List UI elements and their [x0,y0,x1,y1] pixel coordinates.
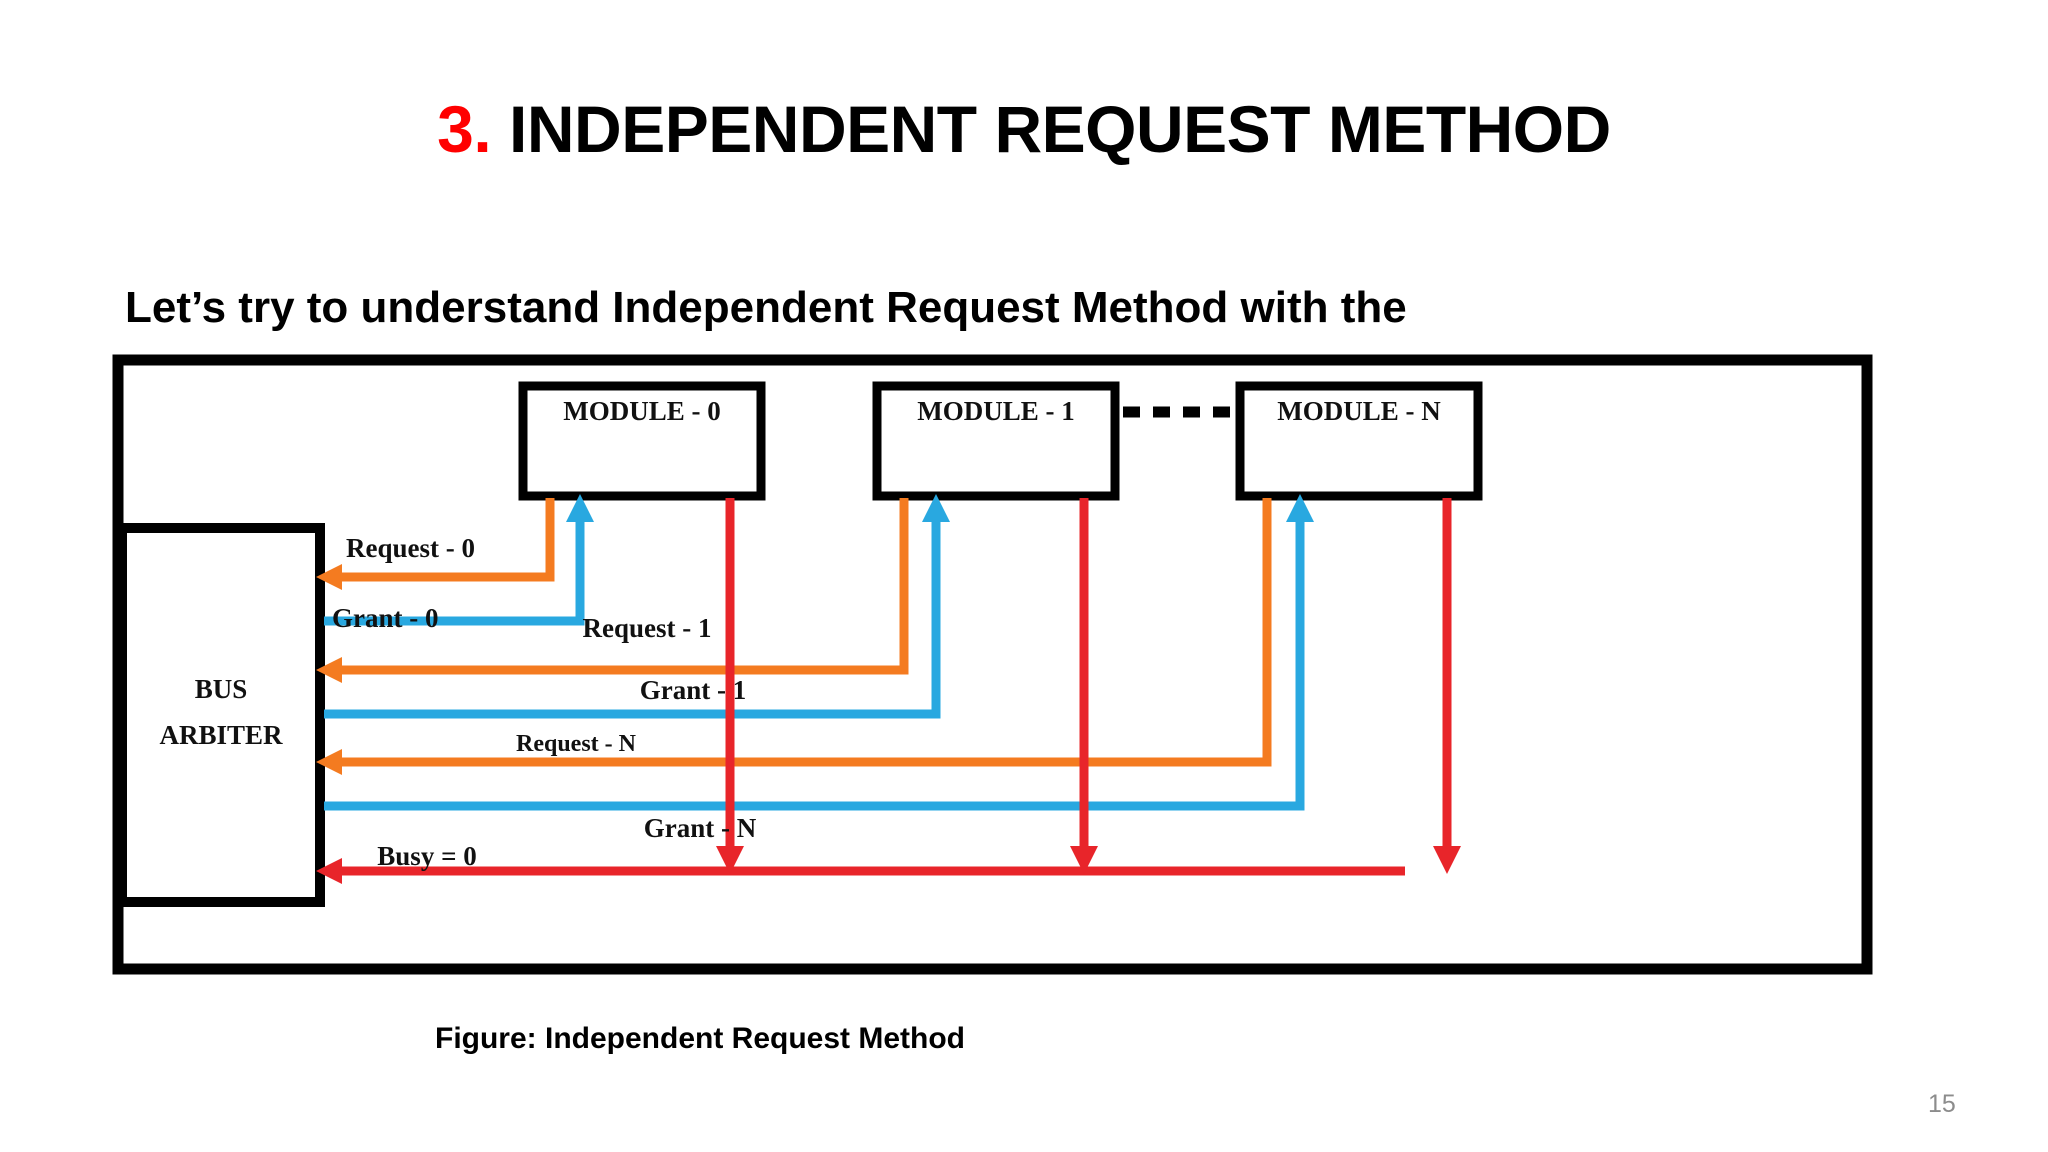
independent-request-method-diagram: MODULE - 0 MODULE - 1 MODULE - N BUS ARB… [112,354,1873,975]
busy-drop-n-arrowhead [1433,846,1461,874]
figure-caption: Figure: Independent Request Method [435,1022,965,1055]
bus-arbiter-box[interactable]: BUS ARBITER [117,523,325,907]
module-box-n[interactable]: MODULE - N [1235,381,1483,501]
busy-arrowhead [316,858,342,884]
request-1-path [328,498,909,675]
signal-line-grant-1[interactable] [324,494,950,719]
signal-line-request-0[interactable] [316,498,555,590]
request-n-path [328,498,1272,767]
busy-drop-0-arrowhead [716,846,744,874]
request-n-arrowhead [316,749,342,775]
signal-line-grant-n[interactable] [324,494,1314,811]
module-box-1[interactable]: MODULE - 1 [872,381,1120,501]
label-grant-1: Grant - 1 [640,675,746,705]
grant-1-path [324,512,941,719]
busy-drop-1-arrowhead [1070,846,1098,874]
request-1-arrowhead [316,657,342,683]
module-n-label: MODULE - N [1277,396,1441,426]
signal-line-request-1[interactable] [316,498,909,683]
grant-1-arrowhead [922,494,950,522]
title-text: INDEPENDENT REQUEST METHOD [491,92,1611,166]
label-busy: Busy = 0 [377,841,476,871]
signal-line-grant-0[interactable] [324,494,594,626]
label-request-1: Request - 1 [583,613,712,643]
grant-n-arrowhead [1286,494,1314,522]
module-box-0[interactable]: MODULE - 0 [518,381,766,501]
grant-0-path [324,512,585,626]
title-number: 3. [437,92,492,166]
label-grant-n: Grant - N [644,813,757,843]
request-0-arrowhead [316,564,342,590]
page-title: 3. INDEPENDENT REQUEST METHOD [0,96,2048,162]
page-number: 15 [1928,1090,1956,1118]
module-1-label: MODULE - 1 [917,396,1075,426]
bus-arbiter-label-line1: BUS [195,674,248,704]
grant-n-path [324,512,1305,811]
signal-line-busy[interactable] [316,498,1461,884]
diagram-container: MODULE - 0 MODULE - 1 MODULE - N BUS ARB… [110,352,1875,977]
label-request-n: Request - N [516,731,637,757]
label-grant-0: Grant - 0 [332,603,438,633]
bus-arbiter-label-line2: ARBITER [159,720,283,750]
grant-0-arrowhead [566,494,594,522]
slide-subtitle: Let’s try to understand Independent Requ… [125,283,1407,332]
signal-line-request-n[interactable] [316,498,1272,775]
label-request-0: Request - 0 [346,533,475,563]
request-0-path [328,498,555,582]
module-0-label: MODULE - 0 [563,396,721,426]
